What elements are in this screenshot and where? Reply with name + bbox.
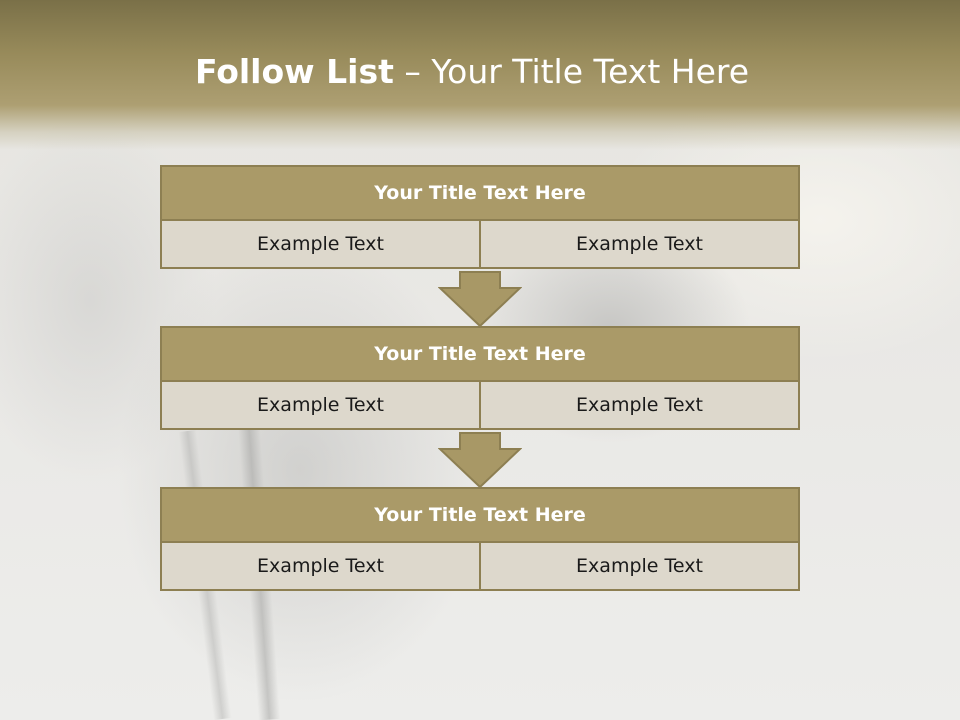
block-row: Example Text Example Text bbox=[160, 543, 800, 591]
block-cell-left[interactable]: Example Text bbox=[160, 543, 481, 591]
list-block-3[interactable]: Your Title Text Here Example Text Exampl… bbox=[160, 487, 800, 591]
down-arrow-icon bbox=[438, 271, 522, 328]
slide-title-rest: – Your Title Text Here bbox=[393, 52, 750, 91]
title-band bbox=[0, 0, 960, 150]
block-cell-right[interactable]: Example Text bbox=[481, 382, 800, 430]
block-cell-right[interactable]: Example Text bbox=[481, 221, 800, 269]
list-block-1[interactable]: Your Title Text Here Example Text Exampl… bbox=[160, 165, 800, 269]
block-title[interactable]: Your Title Text Here bbox=[160, 326, 800, 382]
block-title[interactable]: Your Title Text Here bbox=[160, 487, 800, 543]
block-cell-left[interactable]: Example Text bbox=[160, 382, 481, 430]
block-row: Example Text Example Text bbox=[160, 221, 800, 269]
list-block-2[interactable]: Your Title Text Here Example Text Exampl… bbox=[160, 326, 800, 430]
down-arrow-icon bbox=[438, 432, 522, 489]
block-title[interactable]: Your Title Text Here bbox=[160, 165, 800, 221]
block-row: Example Text Example Text bbox=[160, 382, 800, 430]
slide-title[interactable]: Follow List – Your Title Text Here bbox=[0, 52, 944, 91]
block-cell-right[interactable]: Example Text bbox=[481, 543, 800, 591]
block-cell-left[interactable]: Example Text bbox=[160, 221, 481, 269]
slide-title-bold: Follow List bbox=[194, 52, 394, 91]
